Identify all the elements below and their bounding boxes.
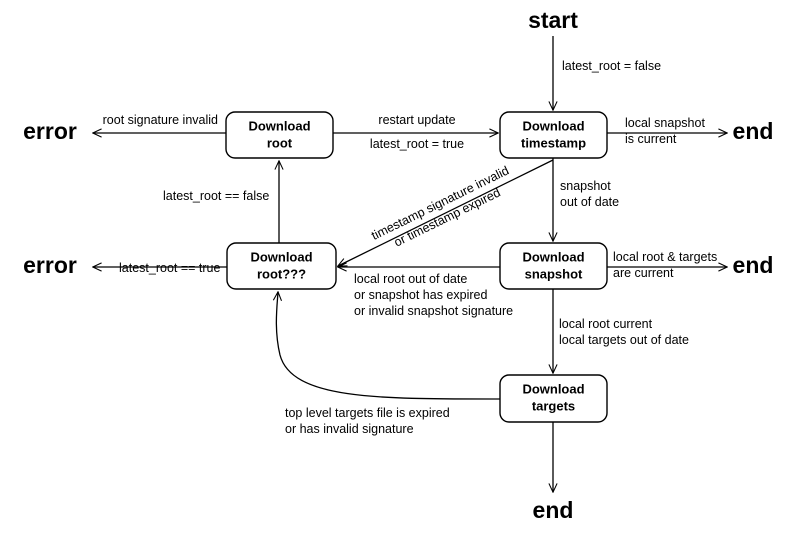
- terminal-error-mid: error: [23, 252, 77, 278]
- edge-label-timestamp-to-rootunknown-group: timestamp signature invalid or timestamp…: [369, 163, 511, 249]
- node-download-root-unknown-box: [226, 242, 337, 290]
- edge-label-root-to-timestamp-line2: latest_root = true: [370, 137, 464, 151]
- node-download-root[interactable]: Download root: [225, 111, 334, 159]
- edge-label-snapshot-to-rootunknown-line2: or snapshot has expired: [354, 288, 487, 302]
- edge-label-rootunknown-to-error: latest_root == true: [119, 261, 221, 275]
- node-download-timestamp[interactable]: Download timestamp: [499, 111, 608, 159]
- node-download-root-unknown[interactable]: Download root???: [226, 242, 337, 290]
- node-download-snapshot-label-line2: snapshot: [525, 266, 583, 281]
- edge-label-targets-to-rootunknown-line1: top level targets file is expired: [285, 406, 450, 420]
- node-download-snapshot-label-line1: Download: [522, 249, 584, 264]
- edge-label-timestamp-to-snapshot-line1: snapshot: [560, 179, 611, 193]
- node-download-root-label-line2: root: [267, 135, 293, 150]
- node-download-targets-box: [499, 374, 608, 423]
- edge-label-root-to-timestamp-line1: restart update: [378, 113, 455, 127]
- node-download-root-box: [225, 111, 334, 159]
- edge-label-snapshot-to-targets-line2: local targets out of date: [559, 333, 689, 347]
- edge-label-targets-to-rootunknown-line2: or has invalid signature: [285, 422, 414, 436]
- edge-label-snapshot-to-targets-line1: local root current: [559, 317, 653, 331]
- edge-label-rootunknown-to-root: latest_root == false: [163, 189, 269, 203]
- edge-targets-to-rootunknown-line: [276, 292, 501, 400]
- node-download-targets[interactable]: Download targets: [499, 374, 608, 423]
- terminal-end-bottom: end: [533, 497, 574, 523]
- node-download-snapshot[interactable]: Download snapshot: [499, 242, 608, 290]
- terminal-error-top: error: [23, 118, 77, 144]
- edge-label-root-to-error: root signature invalid: [103, 113, 218, 127]
- edge-label-timestamp-to-end-line1: local snapshot: [625, 116, 705, 130]
- node-download-root-label-line1: Download: [248, 118, 310, 133]
- terminal-end-mid: end: [733, 252, 774, 278]
- node-download-targets-label-line2: targets: [532, 398, 575, 413]
- terminal-start: start: [528, 7, 578, 33]
- edge-label-timestamp-to-snapshot-line2: out of date: [560, 195, 619, 209]
- node-download-timestamp-label-line1: Download: [522, 118, 584, 133]
- node-download-timestamp-label-line2: timestamp: [521, 135, 586, 150]
- node-download-targets-label-line1: Download: [522, 381, 584, 396]
- node-download-root-unknown-label-line2: root???: [257, 266, 306, 281]
- edge-label-snapshot-to-end-line2: are current: [613, 266, 674, 280]
- node-download-root-unknown-label-line1: Download: [250, 249, 312, 264]
- edge-timestamp-to-rootunknown-line: [338, 159, 554, 266]
- edge-label-snapshot-to-rootunknown-line3: or invalid snapshot signature: [354, 304, 513, 318]
- edge-label-snapshot-to-rootunknown-line1: local root out of date: [354, 272, 467, 286]
- terminal-end-top: end: [733, 118, 774, 144]
- node-download-snapshot-box: [499, 242, 608, 290]
- edge-label-snapshot-to-end-line1: local root & targets: [613, 250, 717, 264]
- edge-label-timestamp-to-end-line2: is current: [625, 132, 677, 146]
- node-download-timestamp-box: [499, 111, 608, 159]
- edge-label-start-to-timestamp: latest_root = false: [562, 59, 661, 73]
